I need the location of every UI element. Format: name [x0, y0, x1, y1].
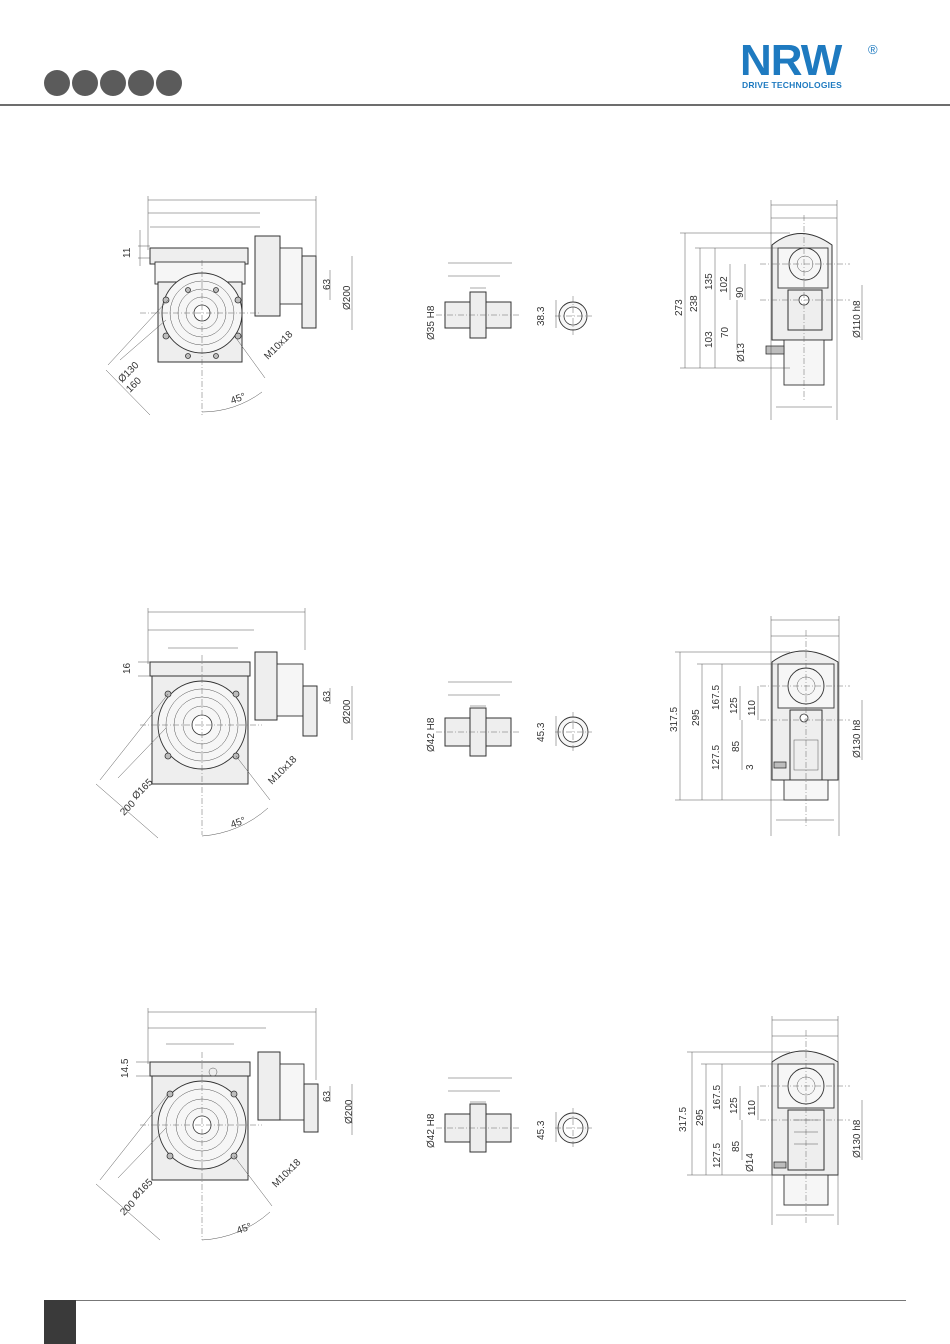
dim-hole: 3 — [745, 764, 756, 770]
dim-total-height: 317.5 — [669, 707, 680, 732]
dim-upper: 167.5 — [711, 685, 722, 710]
indicator-dot — [44, 70, 70, 96]
dim-angle: 45° — [229, 391, 247, 407]
dim-keyway: 45.3 — [536, 1120, 547, 1140]
hollow-shaft-drawing: Ø42 H8 45.3 — [420, 1070, 600, 1170]
dim-mid-b: 110 — [747, 1100, 758, 1116]
section-indicator-dots — [44, 70, 182, 96]
dim-mid-a: 125 — [729, 1097, 740, 1114]
dim-flange-height: 63 — [322, 278, 333, 290]
dim-upper: 135 — [704, 273, 715, 290]
dim-flange-height: 63 — [322, 1090, 333, 1102]
dim-upper: 167.5 — [712, 1085, 723, 1110]
nrw-logo: NRW ® DRIVE TECHNOLOGIES — [740, 42, 890, 94]
dim-mid-b: 110 — [747, 700, 758, 716]
dim-top: 11 — [122, 247, 133, 258]
indicator-dot — [156, 70, 182, 96]
dim-bore: Ø42 H8 — [426, 717, 437, 752]
front-view-drawing: 11 63 Ø200 Ø130 160 M10x18 45° — [95, 185, 375, 435]
side-dimension-lines — [680, 200, 862, 420]
dim-flange-diameter: Ø200 — [344, 1099, 355, 1124]
dim-pitch-circle: Ø165 — [130, 1177, 155, 1202]
dim-keyway: 45.3 — [536, 722, 547, 742]
dim-flange-diameter: Ø200 — [342, 699, 353, 724]
dim-upper-total: 295 — [691, 709, 702, 726]
dim-mid-a: 125 — [729, 697, 740, 714]
dim-lower-b: 85 — [731, 740, 742, 752]
header-divider — [0, 104, 950, 106]
hollow-shaft-drawing: Ø42 H8 45.3 — [420, 670, 600, 770]
dim-angle: 45° — [235, 1221, 253, 1237]
dim-bore: Ø35 H8 — [426, 305, 437, 340]
hollow-shaft-section — [436, 263, 592, 338]
dim-thread: M10x18 — [262, 329, 295, 362]
dim-angle: 45° — [229, 815, 247, 831]
indicator-dot — [128, 70, 154, 96]
front-view-drawing: 16 63 Ø200 Ø165 200 M10x18 45° — [95, 600, 375, 850]
dim-lower: 127.5 — [712, 1143, 723, 1168]
dim-mid-a: 102 — [719, 276, 730, 293]
dim-lower-b: 85 — [731, 1140, 742, 1152]
dim-bore: Ø42 H8 — [426, 1113, 437, 1148]
side-view-drawing: 317.5 295 167.5 125 110 127.5 85 Ø14 Ø13… — [665, 1010, 880, 1240]
dim-square: 200 — [118, 798, 138, 818]
dim-mid-b: 90 — [735, 286, 746, 298]
gearbox-side-body — [772, 1051, 838, 1205]
side-view-drawing: 273 238 135 102 90 103 70 Ø13 Ø110 h8 — [665, 195, 880, 425]
dim-keyway: 38.3 — [536, 306, 547, 326]
footer-divider — [44, 1300, 906, 1301]
dim-top: 16 — [122, 662, 133, 674]
dim-centering: Ø110 h8 — [852, 300, 863, 338]
dim-total-height: 273 — [674, 299, 685, 316]
hollow-shaft-drawing: Ø35 H8 38.3 — [420, 255, 600, 350]
dim-lower-b: 70 — [720, 326, 731, 338]
dim-upper-total: 295 — [695, 1109, 706, 1126]
dim-total-height: 317.5 — [678, 1107, 689, 1132]
dim-top: 14.5 — [120, 1058, 131, 1078]
dim-upper-total: 238 — [689, 295, 700, 312]
hollow-shaft-section — [436, 682, 592, 756]
logo-subtitle: DRIVE TECHNOLOGIES — [742, 80, 842, 90]
dim-lower: 103 — [704, 331, 715, 348]
front-view-drawing: 14.5 63 Ø200 Ø165 200 M10x18 45° — [95, 1000, 375, 1250]
footer-page-tab — [44, 1300, 76, 1344]
logo-wordmark: NRW — [740, 38, 841, 84]
dim-lower: 127.5 — [711, 745, 722, 770]
dim-square: 200 — [118, 1198, 138, 1218]
dim-hole: Ø13 — [736, 343, 747, 362]
gearbox-side-body — [766, 234, 832, 386]
gearbox-side-body — [772, 651, 838, 800]
logo-registered-mark: ® — [868, 42, 878, 57]
indicator-dot — [72, 70, 98, 96]
dim-thread: M10x18 — [266, 754, 299, 787]
dim-flange-diameter: Ø200 — [342, 285, 353, 310]
dim-centering: Ø130 h8 — [852, 719, 863, 758]
dim-flange-height: 63 — [322, 690, 333, 702]
gearbox-front-body — [150, 236, 316, 362]
hollow-shaft-section — [436, 1078, 592, 1152]
dim-thread: M10x18 — [270, 1157, 303, 1190]
indicator-dot — [100, 70, 126, 96]
dim-centering: Ø130 h8 — [852, 1119, 863, 1158]
side-view-drawing: 317.5 295 167.5 125 110 127.5 85 3 Ø130 … — [660, 610, 875, 845]
dim-hole: Ø14 — [745, 1153, 756, 1172]
